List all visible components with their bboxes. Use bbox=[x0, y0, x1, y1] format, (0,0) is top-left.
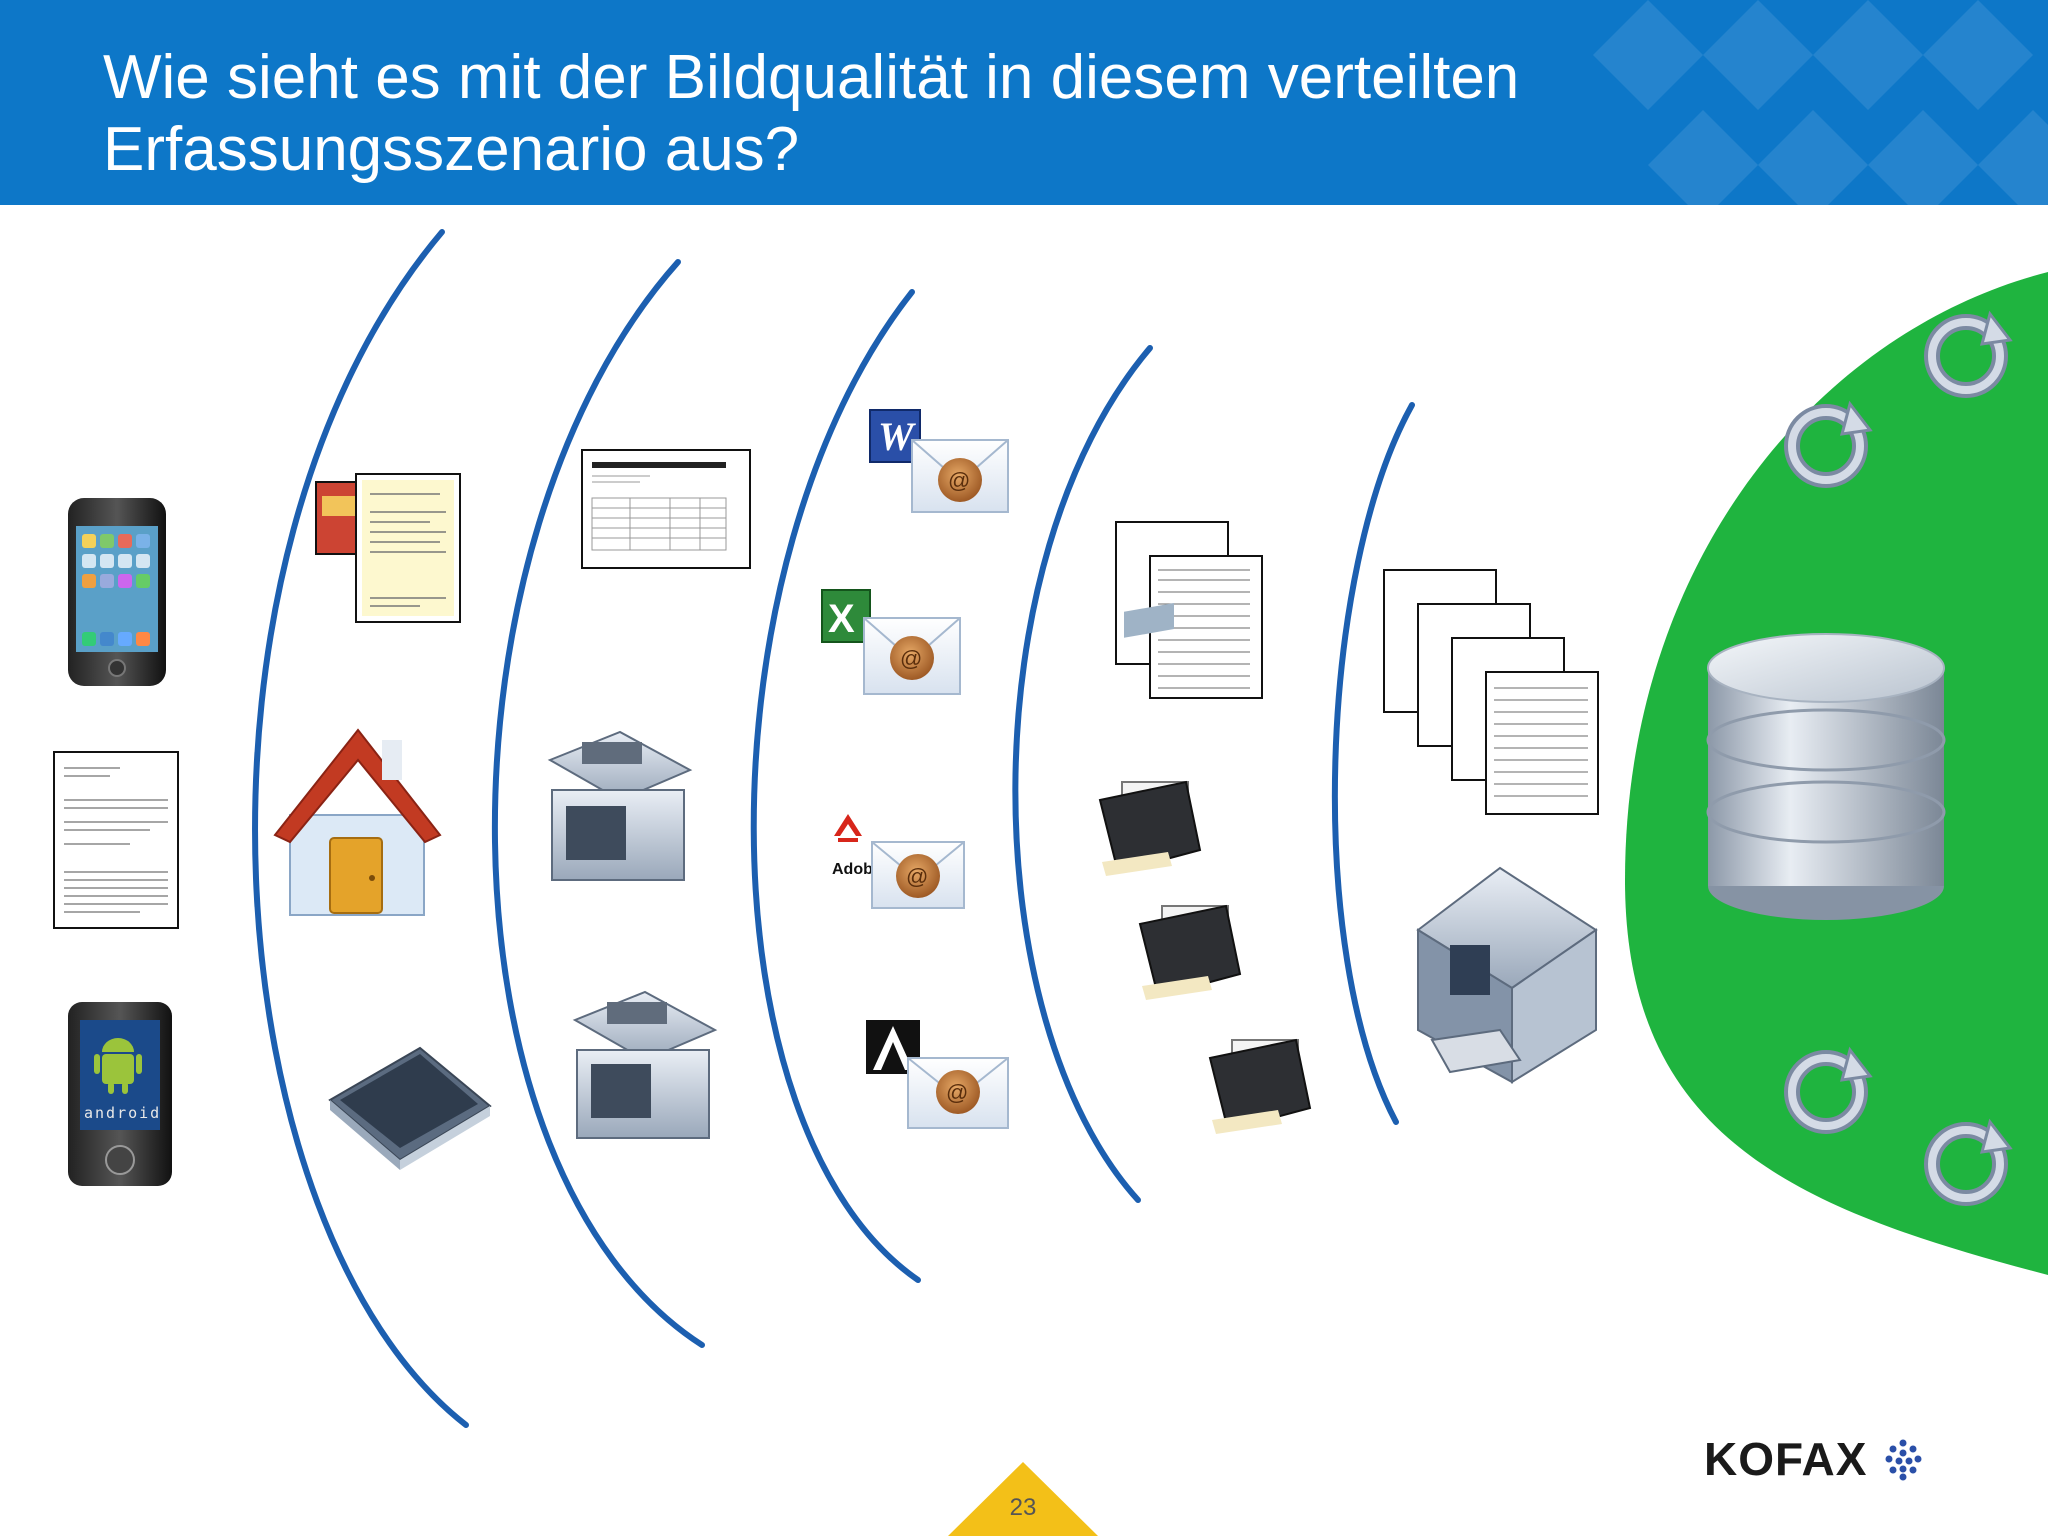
arc-4 bbox=[1012, 345, 1153, 1203]
page-number: 23 bbox=[1009, 1494, 1037, 1521]
home-office-icon bbox=[273, 728, 442, 916]
arc-2 bbox=[491, 259, 705, 1348]
word-email-icon: W @ bbox=[869, 409, 1009, 513]
capture-zone-arcs bbox=[252, 229, 1415, 1428]
database-icon bbox=[1706, 633, 1946, 920]
arc-1 bbox=[252, 229, 469, 1428]
desktop-scanner-icon bbox=[1098, 602, 1202, 876]
svg-text:@: @ bbox=[906, 864, 928, 889]
kofax-logo: KOFAX bbox=[1704, 1432, 1925, 1486]
svg-text:@: @ bbox=[946, 1080, 968, 1105]
refresh-icon-2 bbox=[1784, 400, 1873, 488]
letter-document-icon bbox=[53, 751, 179, 929]
kofax-logo-text: KOFAX bbox=[1704, 1433, 1868, 1485]
desktop-scanner-icon-2 bbox=[1138, 904, 1242, 1000]
kofax-logo-mark-icon bbox=[1885, 1439, 1922, 1481]
svg-text:W: W bbox=[878, 414, 916, 459]
desktop-scanner-icon-3 bbox=[1208, 1038, 1312, 1134]
application-email-icon: @ bbox=[866, 1020, 1009, 1129]
refresh-icon bbox=[1924, 310, 2013, 398]
multifunction-printer-icon bbox=[547, 730, 693, 881]
adobe-email-icon: Adobe @ bbox=[830, 812, 965, 909]
svg-text:@: @ bbox=[948, 468, 970, 493]
refresh-icon-3 bbox=[1784, 1046, 1873, 1134]
refresh-icon-4 bbox=[1924, 1118, 2013, 1206]
forms-stack-icon bbox=[1115, 521, 1263, 699]
flatbed-scanner-icon bbox=[328, 1046, 492, 1170]
iphone-icon bbox=[68, 498, 166, 686]
slide-header: Wie sieht es mit der Bildqualität in die… bbox=[0, 0, 2048, 205]
svg-text:@: @ bbox=[900, 646, 922, 671]
svg-text:X: X bbox=[828, 597, 855, 641]
production-scanner-icon bbox=[1416, 866, 1598, 1084]
multifunction-printer-icon-2 bbox=[572, 990, 718, 1139]
large-forms-stack-icon bbox=[1383, 569, 1599, 815]
slide-title-line1: Wie sieht es mit der Bildqualität in die… bbox=[103, 43, 1520, 112]
excel-email-icon: X @ bbox=[821, 589, 961, 695]
adobe-label: Adobe bbox=[832, 861, 882, 878]
android-label: android bbox=[84, 1104, 161, 1122]
spreadsheet-document-icon bbox=[581, 449, 751, 569]
android-phone-icon: android bbox=[68, 1002, 172, 1186]
arc-3 bbox=[750, 289, 921, 1283]
slide-title-line2: Erfassungsszenario aus? bbox=[103, 115, 800, 184]
page-number-badge bbox=[948, 1462, 1098, 1536]
slide-title: Wie sieht es mit der Bildqualität in die… bbox=[103, 42, 1519, 186]
insurance-documents-icon bbox=[315, 473, 461, 623]
header-diamond-pattern bbox=[1593, 0, 2048, 205]
arc-5 bbox=[1331, 402, 1415, 1125]
